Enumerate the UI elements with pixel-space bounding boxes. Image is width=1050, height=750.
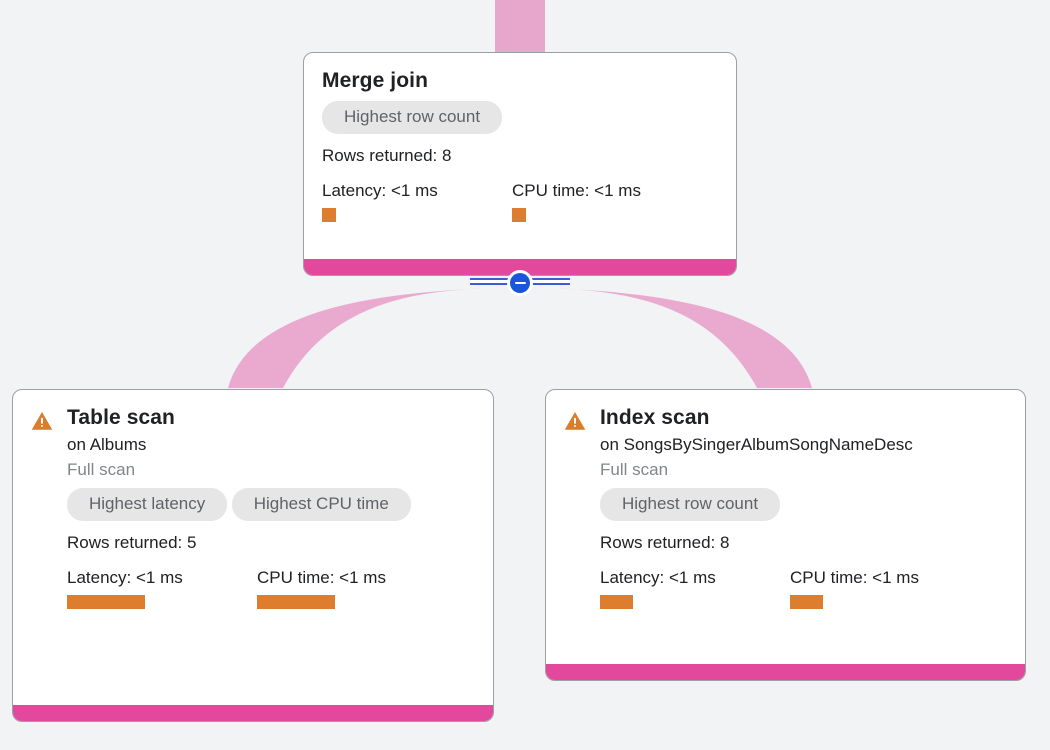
chip-highest-latency[interactable]: Highest latency	[67, 488, 228, 521]
node-merge-join-header: Merge join	[322, 67, 718, 95]
metric-cpu-time-label: CPU time: <1 ms	[512, 181, 641, 200]
node-accent-bar	[13, 705, 493, 721]
node-table-scan[interactable]: Table scan on Albums Full scan Highest l…	[12, 389, 494, 722]
metric-cpu-time-bar	[790, 595, 823, 609]
metric-cpu-time: CPU time: <1 ms	[257, 567, 386, 609]
minus-circle-icon[interactable]	[507, 270, 533, 296]
edge-merge-to-table-scan	[228, 288, 497, 388]
node-index-scan-headtext: Index scan on SongsBySingerAlbumSongName…	[600, 404, 1007, 482]
edge-incoming-top	[495, 0, 545, 54]
node-index-scan-header: Index scan on SongsBySingerAlbumSongName…	[564, 404, 1007, 482]
node-table-scan-headtext: Table scan on Albums Full scan	[67, 404, 475, 482]
rows-returned-label: Rows returned: 8	[600, 533, 730, 552]
metric-latency: Latency: <1 ms	[67, 567, 257, 609]
node-merge-join-headtext: Merge join	[322, 67, 718, 95]
node-merge-join-metrics: Latency: <1 ms CPU time: <1 ms	[322, 180, 718, 222]
metric-latency-bar	[322, 208, 336, 222]
metric-cpu-time: CPU time: <1 ms	[790, 567, 919, 609]
node-title: Index scan	[600, 406, 710, 429]
warning-triangle-icon	[564, 412, 586, 430]
metric-cpu-time-bar	[257, 595, 335, 609]
node-scan-type: Full scan	[67, 460, 136, 479]
warning-triangle-icon	[31, 412, 53, 430]
node-title: Merge join	[322, 69, 429, 92]
node-subtitle: on Albums	[67, 435, 147, 454]
chip-highest-cpu-time[interactable]: Highest CPU time	[231, 488, 411, 521]
minus-glyph	[514, 281, 526, 285]
node-index-scan-body: Index scan on SongsBySingerAlbumSongName…	[546, 390, 1025, 664]
metric-cpu-time-bar	[512, 208, 526, 222]
node-title: Table scan	[67, 406, 175, 429]
metric-cpu-time-label: CPU time: <1 ms	[257, 568, 386, 587]
metric-cpu-time-label: CPU time: <1 ms	[790, 568, 919, 587]
rows-returned-label: Rows returned: 8	[322, 146, 452, 165]
chip-highest-row-count[interactable]: Highest row count	[600, 488, 781, 521]
metric-latency-label: Latency: <1 ms	[67, 568, 183, 587]
node-table-scan-header: Table scan on Albums Full scan	[31, 404, 475, 482]
metric-latency-label: Latency: <1 ms	[322, 181, 438, 200]
node-index-scan-details: Highest row count Rows returned: 8 Laten…	[564, 482, 1007, 609]
node-table-scan-metrics: Latency: <1 ms CPU time: <1 ms	[67, 567, 475, 609]
node-scan-type: Full scan	[600, 460, 669, 479]
node-table-scan-body: Table scan on Albums Full scan Highest l…	[13, 390, 493, 705]
minus-circle-fill	[510, 273, 530, 293]
chip-highest-row-count[interactable]: Highest row count	[322, 101, 503, 134]
metric-latency-bar	[67, 595, 145, 609]
node-accent-bar	[304, 259, 736, 275]
metric-latency-label: Latency: <1 ms	[600, 568, 716, 587]
node-index-scan-metrics: Latency: <1 ms CPU time: <1 ms	[600, 567, 1007, 609]
metric-latency-bar	[600, 595, 633, 609]
rows-returned-label: Rows returned: 5	[67, 533, 197, 552]
metric-latency: Latency: <1 ms	[322, 180, 512, 222]
node-table-scan-details: Highest latency Highest CPU time Rows re…	[31, 482, 475, 609]
collapse-toggle-button[interactable]	[507, 270, 533, 296]
node-index-scan[interactable]: Index scan on SongsBySingerAlbumSongName…	[545, 389, 1026, 681]
node-accent-bar	[546, 664, 1025, 680]
metric-cpu-time: CPU time: <1 ms	[512, 180, 641, 222]
metric-latency: Latency: <1 ms	[600, 567, 790, 609]
node-merge-join[interactable]: Merge join Highest row count Rows return…	[303, 52, 737, 276]
edge-merge-to-index-scan	[543, 288, 812, 388]
node-subtitle: on SongsBySingerAlbumSongNameDesc	[600, 435, 913, 454]
node-merge-join-body: Merge join Highest row count Rows return…	[304, 53, 736, 259]
